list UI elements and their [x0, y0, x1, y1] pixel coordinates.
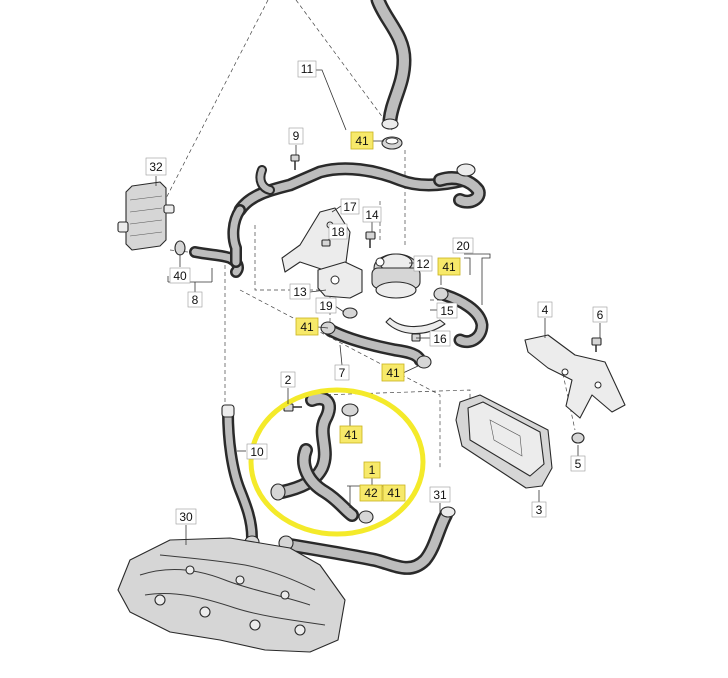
callout-41-bottom: 41	[382, 484, 406, 502]
callout-40: 40	[169, 267, 191, 284]
svg-text:4: 4	[542, 303, 549, 317]
svg-text:41: 41	[386, 366, 400, 380]
callout-14: 14	[362, 206, 382, 223]
callout-1: 1	[363, 461, 381, 479]
svg-text:42: 42	[364, 486, 378, 500]
bolt-9	[290, 154, 300, 170]
svg-text:7: 7	[339, 366, 346, 380]
svg-text:6: 6	[597, 308, 604, 322]
callout-31: 31	[429, 486, 451, 503]
callout-42: 42	[359, 484, 383, 502]
manifold-30	[117, 537, 346, 653]
callout-41-top: 41	[350, 131, 374, 150]
callout-18: 18	[328, 223, 348, 240]
callout-15: 15	[436, 302, 458, 319]
svg-text:3: 3	[536, 503, 543, 517]
control-unit-3	[455, 394, 553, 489]
strap-15	[385, 317, 446, 335]
hose-8	[174, 204, 246, 278]
svg-text:8: 8	[192, 293, 199, 307]
svg-text:16: 16	[433, 332, 447, 346]
coolant-pump-12	[371, 253, 421, 299]
nut-5	[571, 432, 585, 444]
callout-7: 7	[334, 364, 350, 381]
svg-text:41: 41	[344, 428, 358, 442]
hose-11	[370, 0, 412, 130]
svg-text:10: 10	[250, 445, 264, 459]
clamp-41-top	[381, 136, 403, 150]
hose-7	[320, 321, 432, 369]
highlight-ring	[248, 387, 426, 537]
callout-32: 32	[145, 157, 167, 176]
svg-text:41: 41	[387, 486, 401, 500]
hose-31	[278, 506, 456, 575]
hose-1	[270, 391, 374, 524]
callout-6: 6	[592, 306, 608, 323]
callout-41-mid: 41	[381, 363, 405, 382]
svg-text:5: 5	[575, 457, 582, 471]
callout-30: 30	[175, 508, 197, 525]
callout-41-mid-left: 41	[295, 317, 319, 336]
svg-text:9: 9	[293, 129, 300, 143]
callout-16: 16	[429, 330, 451, 347]
callout-20: 20	[452, 237, 474, 254]
clamp-19	[342, 307, 358, 319]
oil-cooler-32	[117, 181, 175, 251]
callout-2: 2	[280, 371, 296, 388]
svg-text:11: 11	[301, 62, 314, 76]
callout-17: 17	[340, 198, 360, 215]
bolt-14	[365, 231, 376, 248]
svg-text:30: 30	[179, 510, 193, 524]
callout-11: 11	[297, 60, 317, 78]
upper-coolant-pipe	[233, 162, 486, 217]
callout-41-hose: 41	[339, 425, 363, 444]
svg-text:19: 19	[319, 299, 333, 313]
svg-text:12: 12	[416, 257, 430, 271]
callout-3: 3	[531, 501, 547, 518]
callout-8: 8	[187, 291, 203, 308]
svg-text:14: 14	[365, 208, 379, 222]
svg-text:41: 41	[355, 134, 369, 148]
svg-text:15: 15	[440, 304, 454, 318]
svg-text:31: 31	[433, 488, 447, 502]
bracket-17	[281, 207, 351, 273]
bracket-4	[524, 334, 626, 419]
svg-text:18: 18	[331, 225, 345, 239]
svg-text:2: 2	[285, 373, 292, 387]
svg-text:20: 20	[456, 239, 470, 253]
callout-19: 19	[315, 297, 337, 314]
svg-text:1: 1	[369, 463, 376, 477]
bolt-18	[321, 239, 331, 247]
bolt-6	[591, 337, 602, 352]
svg-text:17: 17	[343, 200, 357, 214]
svg-text:13: 13	[293, 285, 307, 299]
callout-4: 4	[537, 301, 553, 318]
svg-text:40: 40	[173, 269, 187, 283]
callout-13: 13	[289, 283, 311, 300]
callout-5: 5	[570, 455, 586, 472]
callout-12: 12	[413, 255, 433, 272]
svg-text:32: 32	[149, 160, 163, 174]
hose-20	[433, 287, 489, 349]
bracket-13	[317, 261, 363, 299]
callout-9: 9	[288, 127, 304, 145]
callout-10: 10	[246, 443, 268, 460]
svg-text:41: 41	[300, 320, 314, 334]
callout-41-right: 41	[437, 257, 461, 276]
bolt-16	[411, 333, 421, 342]
svg-text:41: 41	[442, 260, 456, 274]
